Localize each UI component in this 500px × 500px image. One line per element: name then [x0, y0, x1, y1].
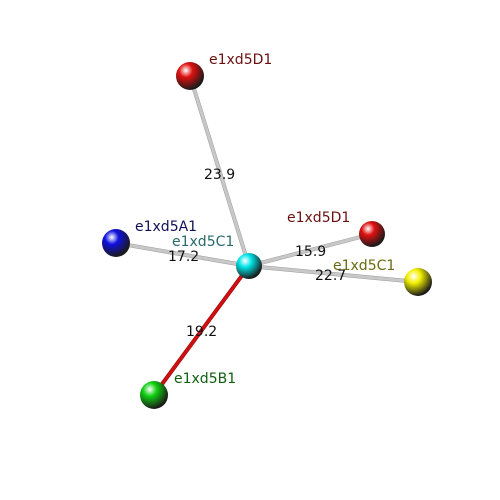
atom-label-bottom: e1xd5B1	[174, 371, 236, 387]
distance-label-right: 15.9	[295, 244, 326, 260]
bond-top[interactable]	[188, 74, 251, 268]
bond-left[interactable]	[114, 241, 251, 268]
atom-right[interactable]	[359, 221, 385, 247]
atom-label-center: e1xd5C1	[172, 234, 234, 250]
bond-right[interactable]	[247, 232, 374, 268]
atom-center[interactable]	[236, 253, 262, 279]
atom-bottom[interactable]	[140, 381, 168, 409]
bond-line	[114, 241, 251, 268]
distance-label-left: 17.2	[168, 249, 199, 265]
distance-label-top: 23.9	[204, 167, 235, 183]
atom-label-left: e1xd5A1	[135, 219, 197, 235]
distance-label-bottom: 19.2	[186, 324, 217, 340]
atoms-layer	[102, 62, 432, 409]
bond-line	[152, 264, 251, 397]
bond-bottom[interactable]	[152, 264, 251, 397]
atom-far-right[interactable]	[404, 268, 432, 296]
atom-label-right: e1xd5D1	[287, 210, 350, 226]
atom-left[interactable]	[102, 229, 130, 257]
bond-far-right[interactable]	[247, 264, 420, 284]
atom-label-top: e1xd5D1	[209, 52, 272, 68]
labels-layer: 23.9 15.9 17.2 22.7 19.2 e1xd5C1 e1xd5D1 e1xd5D…	[135, 52, 395, 387]
bond-line	[247, 264, 420, 284]
bonds-layer	[114, 74, 420, 397]
bond-line	[247, 232, 374, 268]
distance-label-far-right: 22.7	[315, 268, 346, 284]
bond-line	[188, 74, 251, 268]
atom-top[interactable]	[176, 62, 204, 90]
atom-label-far-right: e1xd5C1	[333, 258, 395, 274]
